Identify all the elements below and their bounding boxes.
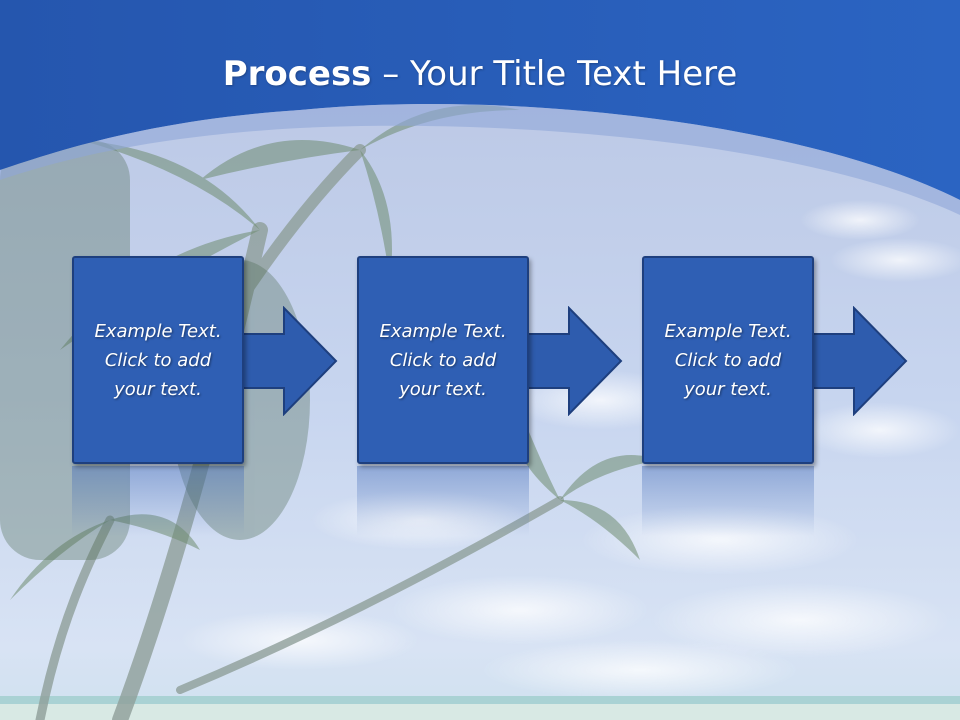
process-box[interactable]: Example Text. Click to add your text.: [642, 256, 814, 464]
right-arrow-icon: [812, 306, 908, 416]
process-step-1: Example Text. Click to add your text.: [72, 256, 412, 536]
right-arrow-icon: [242, 306, 338, 416]
box-reflection: [642, 466, 814, 536]
process-box[interactable]: Example Text. Click to add your text.: [357, 256, 529, 464]
box-reflection: [72, 466, 244, 536]
right-arrow-icon: [527, 306, 623, 416]
slide-title-bold: Process: [222, 54, 372, 94]
process-box-text[interactable]: Example Text. Click to add your text.: [94, 320, 222, 400]
process-box-text[interactable]: Example Text. Click to add your text.: [379, 320, 507, 400]
process-step-3: Example Text. Click to add your text.: [642, 256, 942, 536]
box-reflection: [357, 466, 529, 536]
slide-title-rest: – Your Title Text Here: [371, 54, 738, 94]
process-box[interactable]: Example Text. Click to add your text.: [72, 256, 244, 464]
process-step-2: Example Text. Click to add your text.: [357, 256, 697, 536]
process-box-text[interactable]: Example Text. Click to add your text.: [664, 320, 792, 400]
slide-title[interactable]: Process – Your Title Text Here: [0, 52, 960, 96]
